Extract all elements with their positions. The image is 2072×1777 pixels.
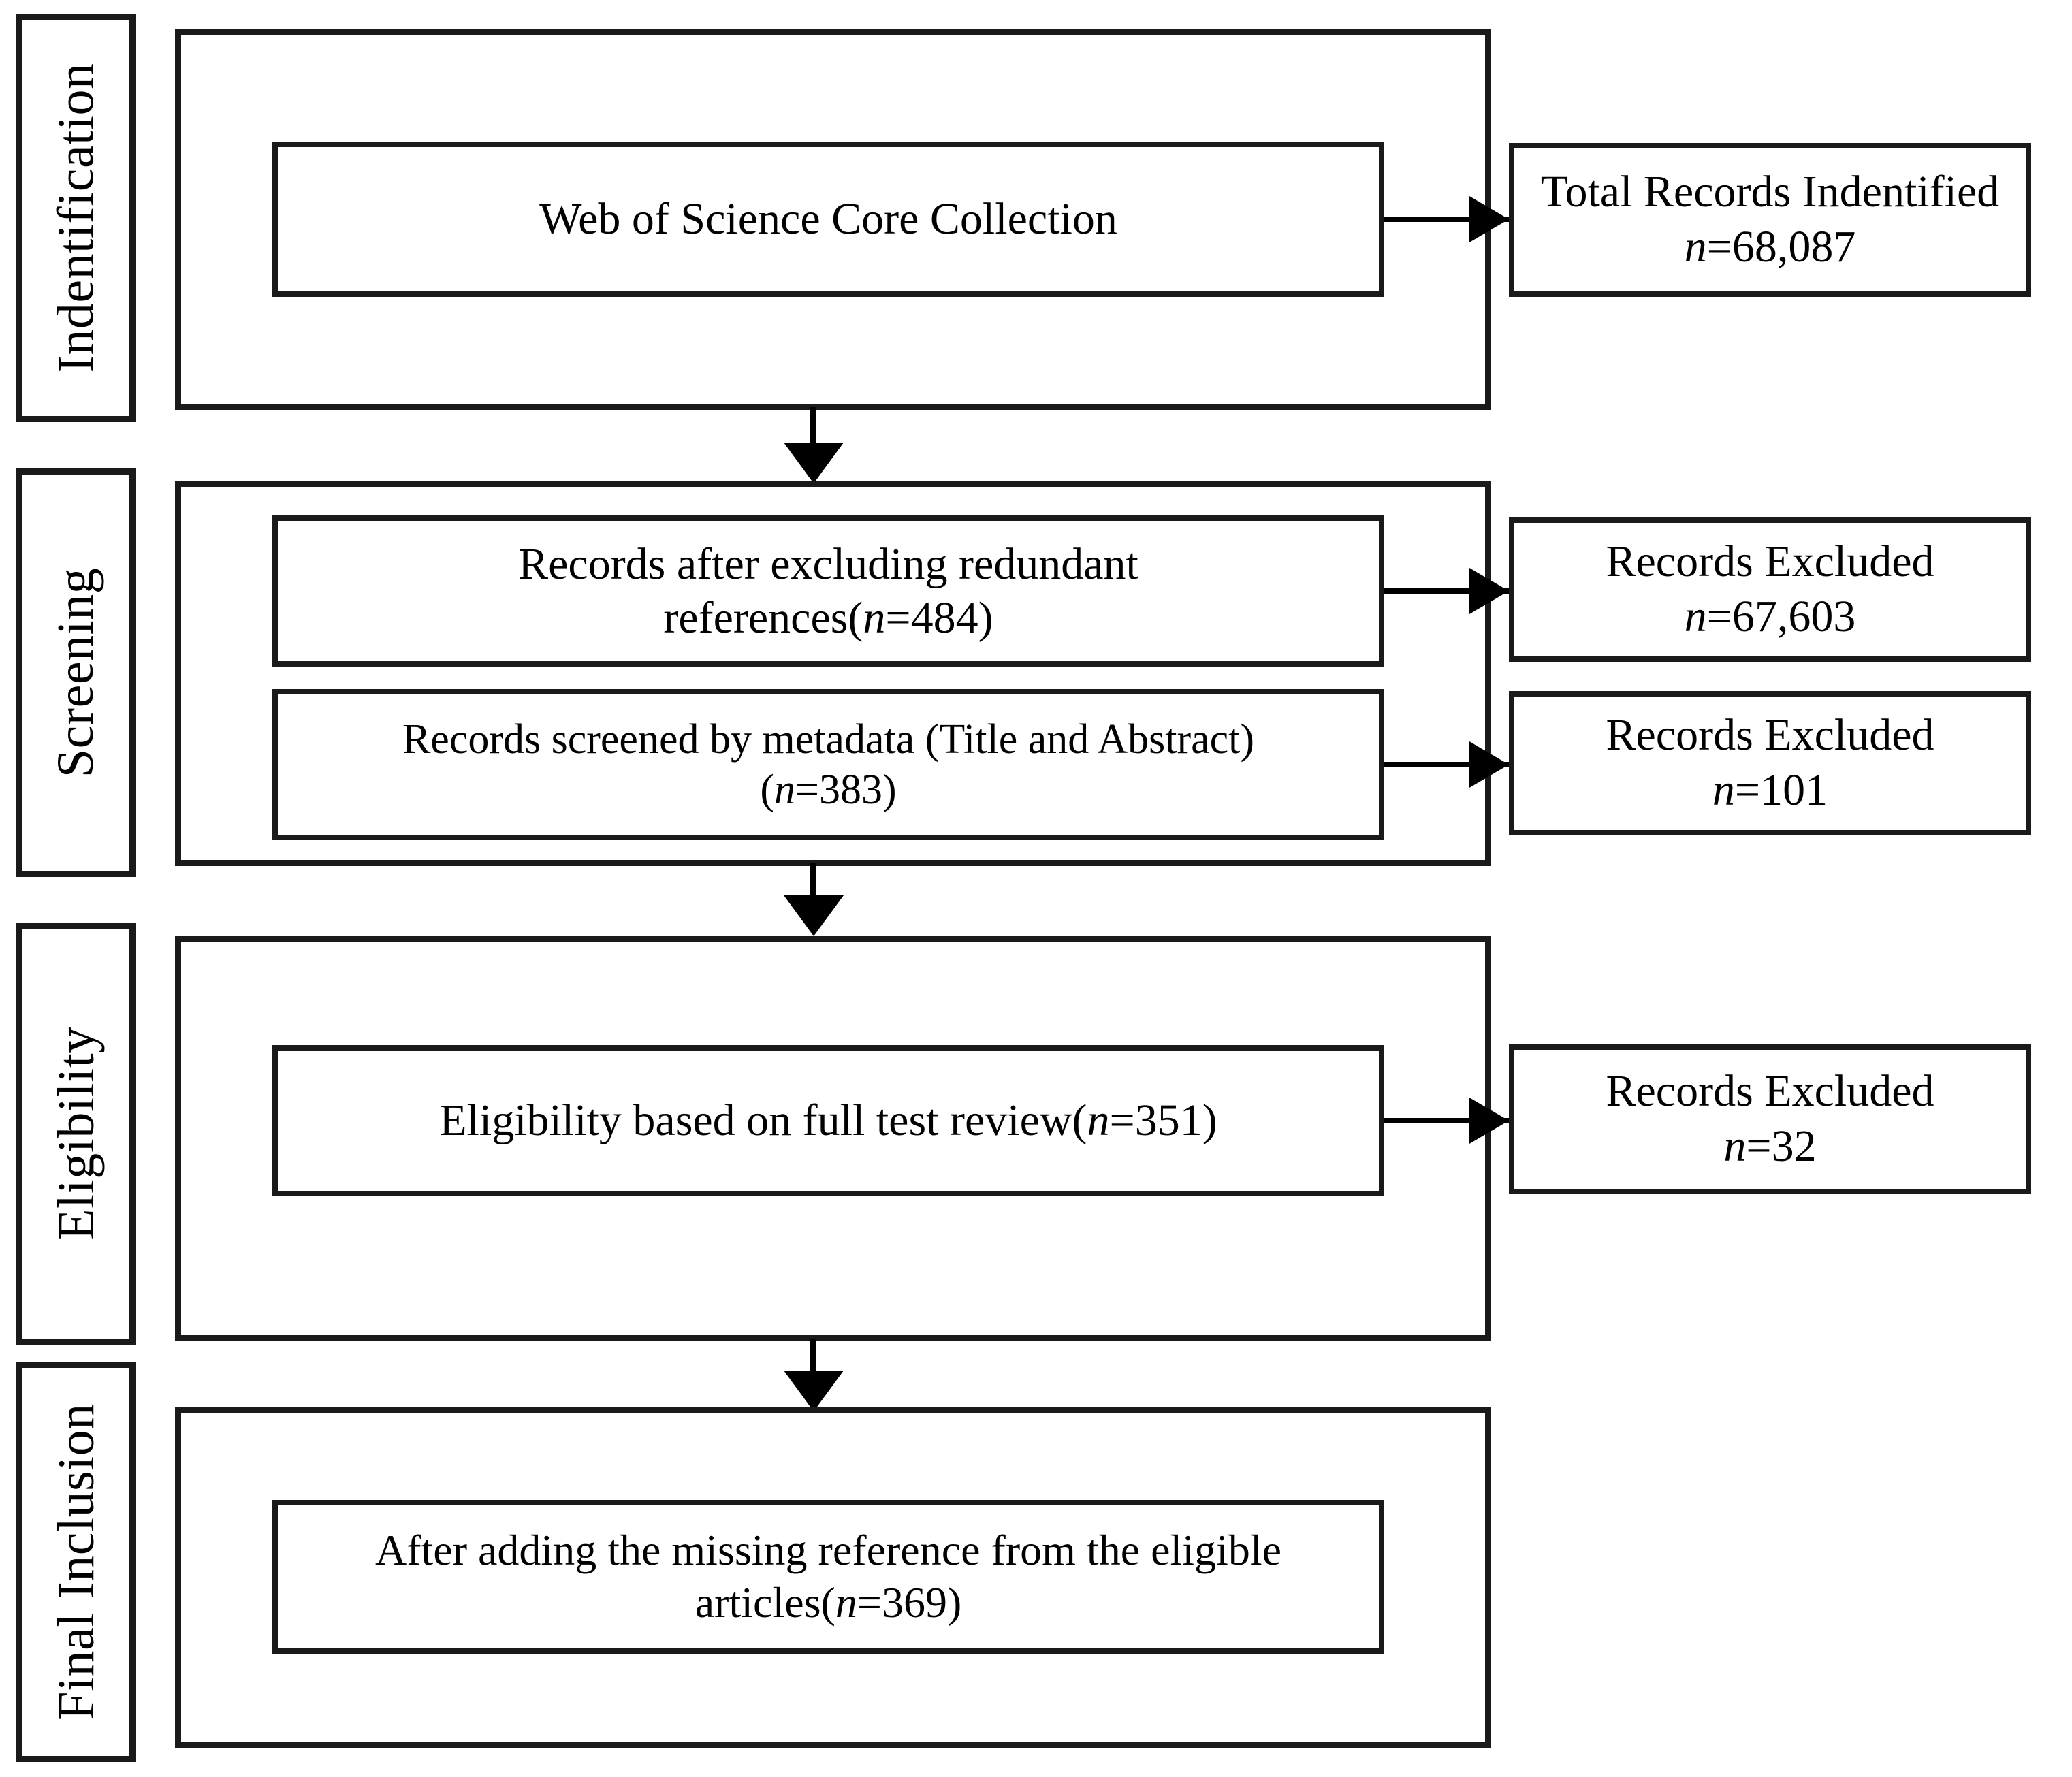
paren-close: ) xyxy=(946,1578,962,1627)
node-final-included-articles: After adding the missing reference from … xyxy=(272,1500,1384,1654)
equals-symbol: = xyxy=(1734,765,1761,815)
node-records-excluded-metadata: Records Excluded n=101 xyxy=(1509,691,2031,835)
node-total-records-identified: Total Records Indentified n=68,087 xyxy=(1509,143,2031,297)
n-symbol: n xyxy=(774,767,796,813)
connector-fulltext-to-excluded xyxy=(1384,1118,1520,1123)
n-symbol: n xyxy=(863,593,886,643)
node-records-screened-metadata-line1: Records screened by metadata (Title and … xyxy=(402,716,1255,763)
node-records-excluded-dedup-count: n=67,603 xyxy=(1606,590,1934,645)
n-symbol: n xyxy=(1723,1121,1747,1171)
stage-label-eligibility-text: Eligibility xyxy=(47,1027,105,1240)
count-value: 484 xyxy=(910,593,978,643)
connector-metadata-to-excluded xyxy=(1384,762,1520,767)
count-value: 32 xyxy=(1771,1121,1817,1171)
connector-identification-to-screening-arrowhead xyxy=(784,443,844,483)
node-records-after-dedup-line1: Records after excluding redundant xyxy=(518,539,1138,589)
node-records-excluded-metadata-label: Records Excluded xyxy=(1606,710,1934,761)
connector-identification-to-screening xyxy=(810,407,816,448)
node-source-database-text: Web of Science Core Collection xyxy=(539,194,1117,244)
node-records-excluded-fulltext-count: n=32 xyxy=(1606,1119,1934,1174)
count-value: 383 xyxy=(818,767,882,813)
stage-label-eligibility: Eligibility xyxy=(16,923,136,1345)
stage-label-screening: Screening xyxy=(16,468,136,877)
connector-dedup-to-excluded xyxy=(1384,588,1520,594)
node-final-included-articles-line2: articles(n=369) xyxy=(290,1577,1367,1629)
connector-eligibility-to-final-arrowhead xyxy=(784,1371,844,1411)
node-records-excluded-fulltext: Records Excluded n=32 xyxy=(1509,1044,2031,1194)
n-symbol: n xyxy=(1087,1095,1110,1146)
node-final-included-articles-line1: After adding the missing reference from … xyxy=(374,1526,1282,1575)
equals-symbol: = xyxy=(1746,1121,1772,1171)
equals-symbol: = xyxy=(885,593,911,643)
stage-label-identification-text: Indentification xyxy=(47,63,105,373)
node-records-after-dedup: Records after excluding redundant refere… xyxy=(272,515,1384,667)
stage-label-final-inclusion: Final Inclusion xyxy=(16,1362,136,1762)
connector-dedup-to-excluded-arrowhead xyxy=(1469,568,1509,614)
connector-screening-to-eligibility xyxy=(810,863,816,901)
node-total-records-identified-count: n=68,087 xyxy=(1541,220,2000,275)
count-value: 101 xyxy=(1760,765,1828,815)
connector-source-to-total-arrowhead xyxy=(1469,196,1509,242)
paren-close: ) xyxy=(978,593,993,643)
node-source-database: Web of Science Core Collection xyxy=(272,142,1384,297)
node-records-screened-metadata-line2: (n=383) xyxy=(290,765,1367,815)
stage-label-final-inclusion-text: Final Inclusion xyxy=(47,1403,105,1720)
n-symbol: n xyxy=(1684,222,1707,272)
node-full-text-review: Eligibility based on full test review(n=… xyxy=(272,1045,1384,1196)
paren-close: ) xyxy=(882,767,897,813)
node-records-excluded-dedup: Records Excluded n=67,603 xyxy=(1509,517,2031,662)
n-symbol: n xyxy=(1712,765,1735,815)
node-records-excluded-metadata-count: n=101 xyxy=(1606,763,1934,818)
count-value: 67,603 xyxy=(1732,592,1856,641)
node-records-excluded-dedup-label: Records Excluded xyxy=(1606,537,1934,587)
stage-label-identification: Indentification xyxy=(16,14,136,422)
node-records-excluded-fulltext-label: Records Excluded xyxy=(1606,1066,1934,1117)
node-total-records-identified-label: Total Records Indentified xyxy=(1540,167,2000,217)
articles-prefix: articles( xyxy=(695,1578,835,1627)
node-full-text-review-prefix: Eligibility based on full test review( xyxy=(439,1095,1087,1146)
equals-symbol: = xyxy=(795,767,819,813)
paren-close: ) xyxy=(1202,1095,1217,1146)
n-symbol: n xyxy=(835,1578,857,1627)
connector-eligibility-to-final xyxy=(810,1339,816,1376)
equals-symbol: = xyxy=(1706,592,1732,641)
n-symbol: n xyxy=(1684,592,1707,641)
equals-symbol: = xyxy=(857,1578,882,1627)
count-value: 68,087 xyxy=(1732,222,1856,272)
stage-label-screening-text: Screening xyxy=(47,567,105,778)
connector-source-to-total xyxy=(1384,217,1520,222)
connector-metadata-to-excluded-arrowhead xyxy=(1469,741,1509,788)
connector-fulltext-to-excluded-arrowhead xyxy=(1469,1098,1509,1144)
paren-open: references( xyxy=(663,593,863,643)
count-value: 369 xyxy=(881,1578,947,1627)
connector-screening-to-eligibility-arrowhead xyxy=(784,895,844,936)
equals-symbol: = xyxy=(1706,222,1732,272)
equals-symbol: = xyxy=(1109,1095,1135,1146)
node-records-after-dedup-line2: references(n=484) xyxy=(290,591,1367,645)
count-value: 351 xyxy=(1134,1095,1202,1146)
paren-open: ( xyxy=(760,767,775,813)
node-records-screened-metadata: Records screened by metadata (Title and … xyxy=(272,689,1384,840)
